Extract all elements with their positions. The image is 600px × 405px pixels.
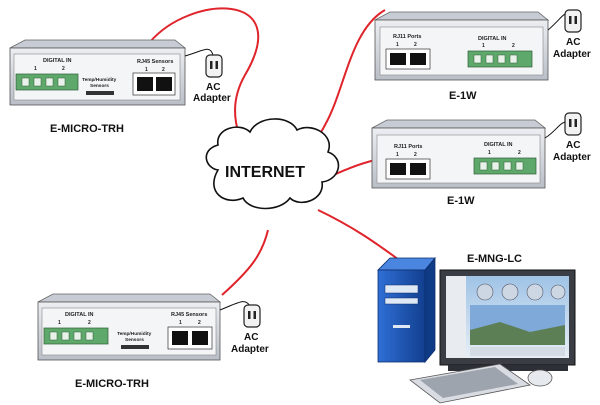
digital-port-1: 1 — [34, 66, 37, 72]
adapter-line2: Adapter — [193, 93, 231, 104]
rj11-port-1[interactable] — [390, 53, 406, 65]
digital-in-label: DIGITAL IN — [43, 58, 72, 64]
ac-adapter-icon — [564, 9, 582, 33]
rj11-label: RJ11 Ports — [394, 144, 422, 150]
digital-in-label: DIGITAL IN — [478, 36, 507, 42]
device-name-micro-bottom: E-MICRO-TRH — [75, 378, 149, 390]
device-e1w-top: RJ11 Ports 1 2 DIGITAL IN 1 2 — [374, 11, 550, 81]
rj45-port-2[interactable] — [156, 77, 172, 91]
computer-tower-icon — [377, 256, 436, 364]
rj45-label: RJ45 Sensors — [171, 312, 207, 318]
rj11-port-2[interactable] — [410, 53, 426, 65]
adapter-line1: AC — [566, 37, 580, 48]
digital-port-2: 2 — [62, 66, 65, 72]
adapter-line2: Adapter — [553, 152, 591, 163]
digital-in-label: DIGITAL IN — [484, 142, 513, 148]
device-name-e1w-top: E-1W — [449, 90, 477, 102]
keyboard-icon — [409, 363, 531, 404]
rj11-port-2[interactable] — [410, 163, 426, 175]
rj45-port-1-num: 1 — [179, 320, 182, 326]
sensor-text-1: Temp/Humidity — [82, 77, 117, 83]
mouse-icon — [527, 369, 553, 387]
digital-port-2: 2 — [518, 150, 521, 156]
monitor-icon — [439, 269, 576, 371]
adapter-line1: AC — [206, 82, 220, 93]
adapter-line1: AC — [566, 140, 580, 151]
digital-port-2: 2 — [88, 320, 91, 326]
rj11-port-1[interactable] — [390, 163, 406, 175]
adapter-line2: Adapter — [553, 49, 591, 60]
workstation — [377, 256, 576, 404]
digital-in-label: DIGITAL IN — [65, 312, 94, 318]
ac-adapter-icon — [205, 54, 223, 78]
device-name-workstation: E-MNG-LC — [467, 253, 522, 265]
rj11-port-1-num: 1 — [396, 152, 399, 158]
ac-adapter-icon — [564, 112, 582, 136]
digital-port-1: 1 — [482, 43, 485, 49]
device-e1w-mid: RJ11 Ports 1 2 DIGITAL IN 1 2 — [371, 119, 547, 189]
internet-cloud — [205, 118, 340, 210]
sensor-text-2: Sensors — [90, 83, 109, 89]
rj45-port-2[interactable] — [192, 331, 208, 345]
ac-adapter-icon — [243, 304, 261, 328]
sensor-text-1: Temp/Humidity — [117, 331, 152, 337]
adapter-line1: AC — [244, 332, 258, 343]
digital-port-1: 1 — [488, 150, 491, 156]
rj11-port-2-num: 2 — [414, 152, 417, 158]
rj45-port-2-num: 2 — [198, 320, 201, 326]
rj45-port-1-num: 1 — [145, 67, 148, 73]
cloud-label: INTERNET — [225, 164, 305, 181]
sensor-text-2: Sensors — [125, 337, 144, 343]
device-name-micro-top: E-MICRO-TRH — [50, 123, 124, 135]
rj45-port-1[interactable] — [172, 331, 188, 345]
device-micro-bottom: DIGITAL IN 1 2 Temp/Humidity Sensors RJ4… — [37, 293, 222, 361]
rj11-label: RJ11 Ports — [393, 34, 421, 40]
link-workstation — [317, 209, 403, 263]
rj45-label: RJ45 Sensors — [137, 59, 173, 65]
adapter-line2: Adapter — [231, 344, 269, 355]
device-name-e1w-mid: E-1W — [447, 195, 475, 207]
digital-port-2: 2 — [512, 43, 515, 49]
rj11-port-1-num: 1 — [396, 42, 399, 48]
link-micro-bottom — [221, 229, 269, 296]
digital-port-1: 1 — [58, 320, 61, 326]
device-micro-top: DIGITAL IN 1 2 Temp/Humidity Sensors RJ4… — [9, 39, 187, 106]
rj45-port-1[interactable] — [137, 77, 153, 91]
rj11-port-2-num: 2 — [414, 42, 417, 48]
rj45-port-2-num: 2 — [162, 67, 165, 73]
